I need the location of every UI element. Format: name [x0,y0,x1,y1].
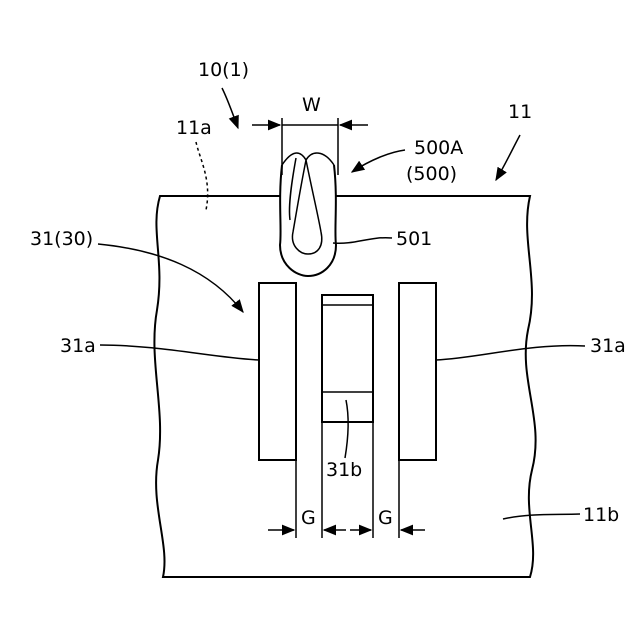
leader-31-30 [98,244,243,312]
label-board-back: 11b [583,504,619,526]
slit-top-wave [282,153,334,165]
label-board-front: 11a [176,117,212,139]
label-board: 11 [508,101,532,123]
electrode-right [399,283,436,460]
label-opening-slit: 501 [396,228,432,250]
label-gap-right: G [378,507,393,529]
label-electrode-right: 31a [590,335,626,357]
center-part [322,295,373,422]
leader-501 [333,238,392,244]
label-width: W [302,94,321,116]
leader-11b [503,514,580,519]
leader-31a-right [436,346,585,360]
leader-10 [222,88,238,128]
label-gap-left: G [301,507,316,529]
label-opening-ref: 500A [414,137,463,159]
leader-31a-left [100,345,259,360]
electrode-left [259,283,296,460]
label-electrode-left: 31a [60,335,96,357]
label-opening-group: (500) [406,163,457,185]
leader-11a [196,142,208,210]
leader-500A [352,150,405,172]
leader-11 [496,135,520,180]
label-device: 10(1) [198,59,249,81]
slit-outer [280,165,336,276]
label-center-part: 31b [326,459,362,481]
label-electrode-group: 31(30) [30,228,93,250]
